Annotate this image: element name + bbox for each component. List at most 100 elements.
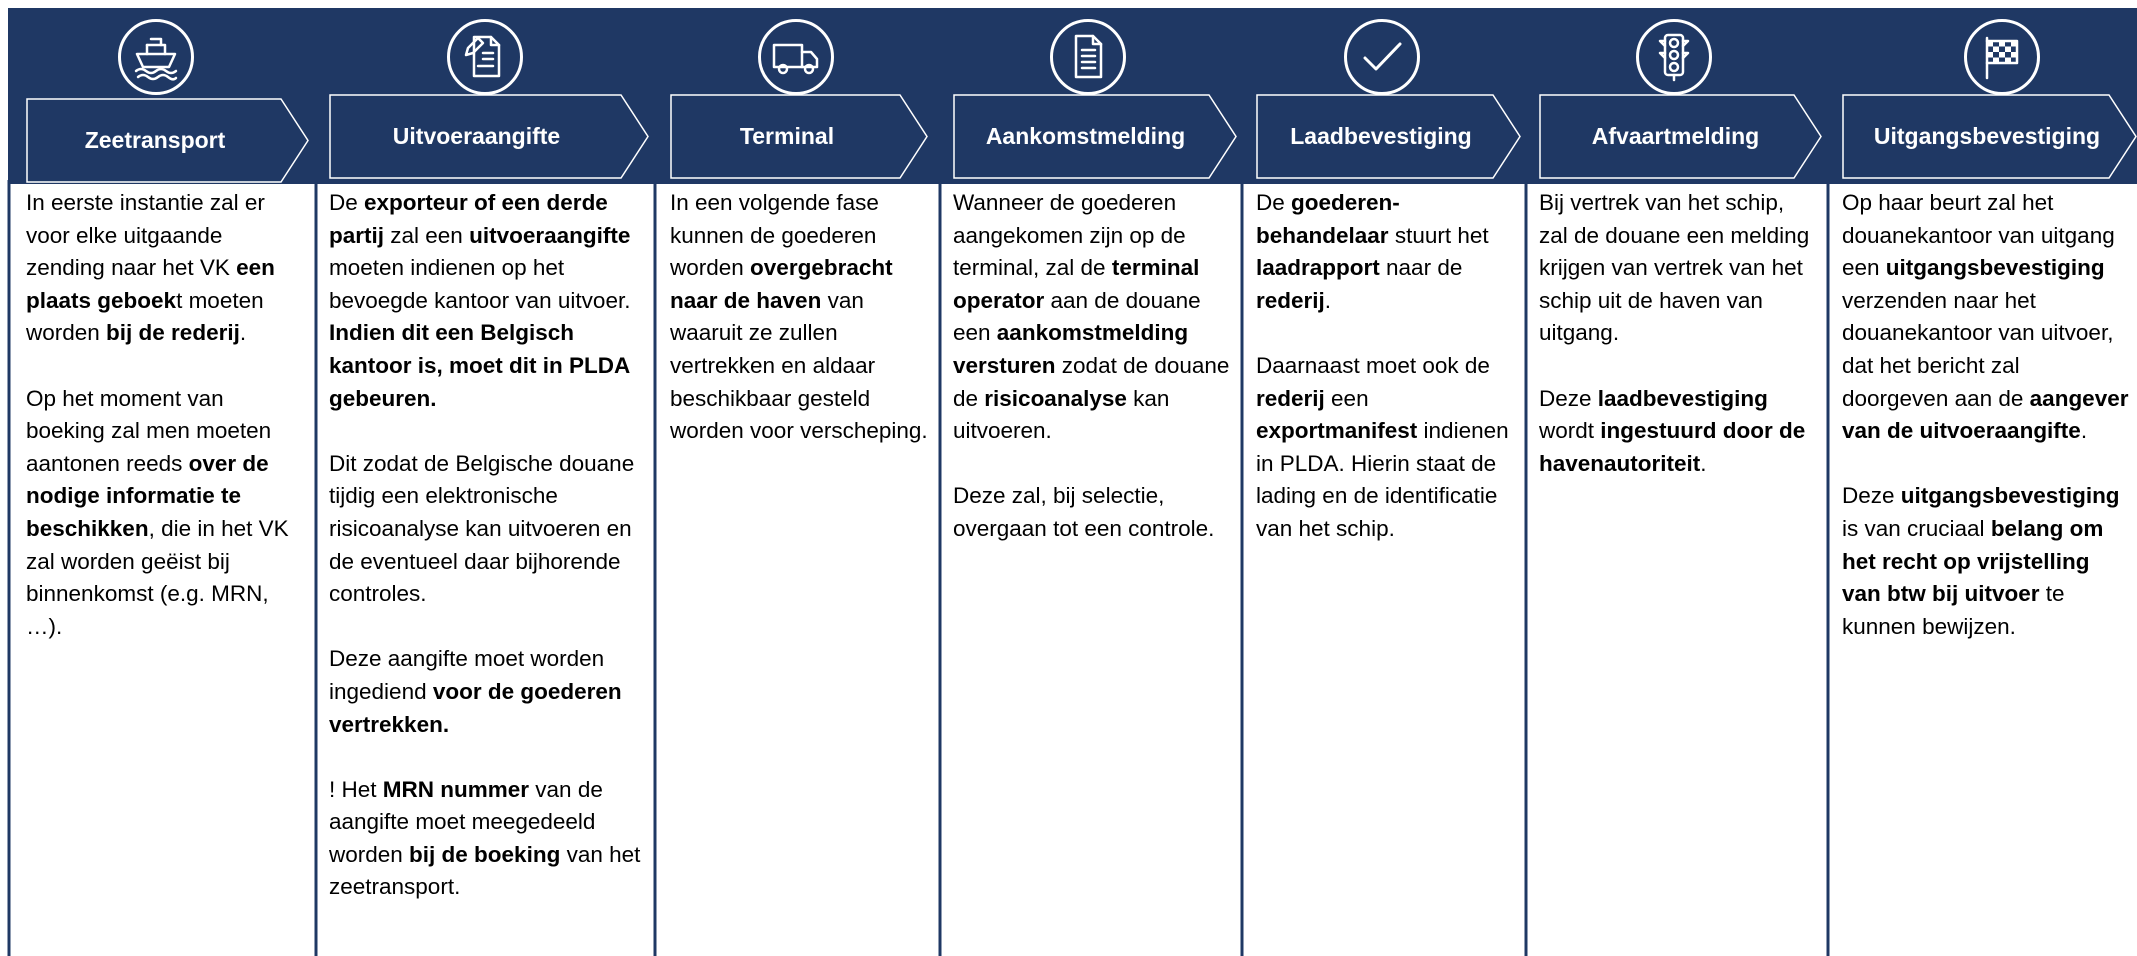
step-description: In een volgende fase kunnen de goederen … (670, 187, 930, 448)
description-paragraph: In eerste instantie zal er voor elke uit… (26, 187, 301, 350)
step-description: Bij vertrek van het schip, zal de douane… (1539, 187, 1819, 480)
chevron-shape (1842, 94, 2137, 179)
traffic-light-icon (1636, 19, 1712, 95)
chevron-shape (670, 94, 928, 179)
description-paragraph: De goederen-behandelaar stuurt het laadr… (1256, 187, 1520, 317)
description-paragraph: Deze zal, bij selectie, overgaan tot een… (953, 480, 1235, 545)
bold-text: rederij (1256, 287, 1325, 313)
text: zodat de douane de (953, 352, 1230, 411)
text: . (239, 320, 247, 346)
document-pen-icon (447, 19, 523, 95)
text: een (1324, 385, 1369, 411)
step-uitvoeraangifte: Uitvoeraangifte De exporteur of een derd… (329, 0, 649, 956)
document-icon (1050, 19, 1126, 95)
bold-text: Indien dit een Belgisch kantoor is, moet… (329, 320, 630, 411)
bold-text: bij de boeking (409, 841, 561, 867)
description-paragraph: Dit zodat de Belgische douane tijdig een… (329, 448, 645, 611)
text: De (1256, 190, 1292, 215)
text: t moeten worden (26, 287, 264, 346)
step-description: De goederen-behandelaar stuurt het laadr… (1256, 187, 1520, 546)
text: Dit zodat de Belgische douane tijdig een… (329, 450, 635, 607)
text: stuurt het (1388, 222, 1489, 248)
description-paragraph: Deze laadbevestiging wordt ingestuurd do… (1539, 383, 1819, 481)
text: Daarnaast moet ook de (1256, 352, 1490, 378)
text: van het zeetransport. (329, 841, 641, 900)
bold-text: laadrapport (1256, 255, 1380, 281)
bold-text: exporteur of een derde partij (329, 190, 608, 248)
text: In een volgende fase kunnen de goederen … (670, 190, 879, 281)
text: Deze aangifte moet worden ingediend (329, 646, 605, 704)
text: . (1700, 450, 1707, 476)
step-description: In eerste instantie zal er voor elke uit… (26, 187, 301, 643)
bold-text: goederen-behandelaar (1256, 190, 1400, 248)
bold-text: belang om het recht op vrijstelling van … (1842, 515, 2104, 607)
ship-icon (118, 19, 194, 95)
bold-text: terminal operator (953, 255, 1200, 313)
text: De (329, 190, 365, 215)
step-aankomstmelding: Aankomstmelding Wanneer de goederen aang… (953, 0, 1237, 956)
chevron-shape (329, 94, 649, 179)
step-title: Aankomstmelding (985, 123, 1186, 149)
bold-text: aangever van de uitvoeraangifte (1842, 385, 2129, 444)
text: aan de douane een (953, 287, 1201, 346)
step-title: Terminal (739, 123, 835, 149)
step-title: Uitvoeraangifte (392, 123, 561, 149)
bold-text: uitgangsbevestiging (1885, 255, 2105, 281)
bold-text: aankomstmelding versturen (953, 320, 1189, 378)
step-title: Afvaartmelding (1591, 123, 1760, 149)
bold-text: ingestuurd door de havenautoriteit (1539, 418, 1806, 476)
text: . (1324, 287, 1332, 313)
text: Deze (1842, 483, 1901, 509)
description-paragraph: ! Het MRN nummer van de aangifte moet me… (329, 774, 645, 904)
text: kan uitvoeren. (953, 385, 1170, 444)
bold-text: uitgangsbevestiging (1900, 483, 2120, 509)
text: naar de (1379, 255, 1463, 281)
step-description: Op haar beurt zal het douanekantoor van … (1842, 187, 2132, 643)
text: , die in het VK zal worden geëist bij bi… (26, 515, 289, 639)
chevron-shape (953, 94, 1237, 179)
step-title: Laadbevestiging (1290, 123, 1472, 149)
chevron-shape (1256, 94, 1521, 179)
step-uitgangsbevestiging: Uitgangsbevestiging Op haar beurt zal he… (1842, 0, 2137, 956)
description-paragraph: In een volgende fase kunnen de goederen … (670, 187, 930, 448)
text: ! Het (329, 776, 383, 802)
bold-text: overgebracht naar de haven (670, 255, 893, 313)
text: Op het moment van boeking zal men moeten… (26, 385, 272, 476)
text: te kunnen bewijzen. (1842, 581, 2065, 639)
description-paragraph: Op het moment van boeking zal men moeten… (26, 383, 301, 644)
text: zal een (384, 222, 470, 248)
truck-icon (758, 19, 834, 95)
checkmark-icon (1344, 19, 1420, 95)
step-title: Zeetransport (84, 127, 226, 153)
text: Wanneer de goederen aangekomen zijn op d… (953, 190, 1186, 281)
bold-text: uitvoeraangifte (469, 222, 631, 248)
bold-text: MRN nummer (382, 776, 530, 802)
text: van de aangifte moet meegedeeld worden (329, 776, 603, 867)
description-paragraph: Daarnaast moet ook de rederij een export… (1256, 350, 1520, 546)
text: Deze (1539, 385, 1598, 411)
text: verzenden naar het douanekantoor van uit… (1842, 287, 2114, 411)
description-paragraph: Deze uitgangsbevestiging is van cruciaal… (1842, 480, 2132, 643)
chevron-shape (26, 98, 309, 183)
bold-text: over de nodige informatie te beschikken (26, 450, 269, 541)
step-title: Uitgangsbevestiging (1873, 123, 2101, 149)
text: indienen in PLDA. Hierin staat de lading… (1256, 418, 1509, 541)
description-paragraph: Op haar beurt zal het douanekantoor van … (1842, 187, 2132, 448)
text: is van cruciaal (1842, 515, 1991, 541)
finish-flag-icon (1964, 19, 2040, 95)
text: In eerste instantie zal er voor elke uit… (26, 190, 265, 281)
text: Deze zal, bij selectie, overgaan tot een… (953, 483, 1215, 541)
step-description: Wanneer de goederen aangekomen zijn op d… (953, 187, 1235, 546)
step-zeetransport: Zeetransport In eerste instantie zal er … (26, 0, 309, 956)
description-paragraph: De exporteur of een derde partij zal een… (329, 187, 645, 415)
chevron-shape (1539, 94, 1822, 179)
step-terminal: Terminal In een volgende fase kunnen de … (670, 0, 928, 956)
text: . (2080, 418, 2088, 444)
text: Op haar beurt zal het douanekantoor van … (1842, 190, 2115, 281)
bold-text: rederij (1256, 385, 1325, 411)
bold-text: risicoanalyse (984, 385, 1127, 411)
description-paragraph: Deze aangifte moet worden ingediend voor… (329, 643, 645, 741)
bold-text: een plaats geboek (26, 255, 275, 313)
step-afvaartmelding: Afvaartmelding Bij vertrek van het schip… (1539, 0, 1822, 956)
